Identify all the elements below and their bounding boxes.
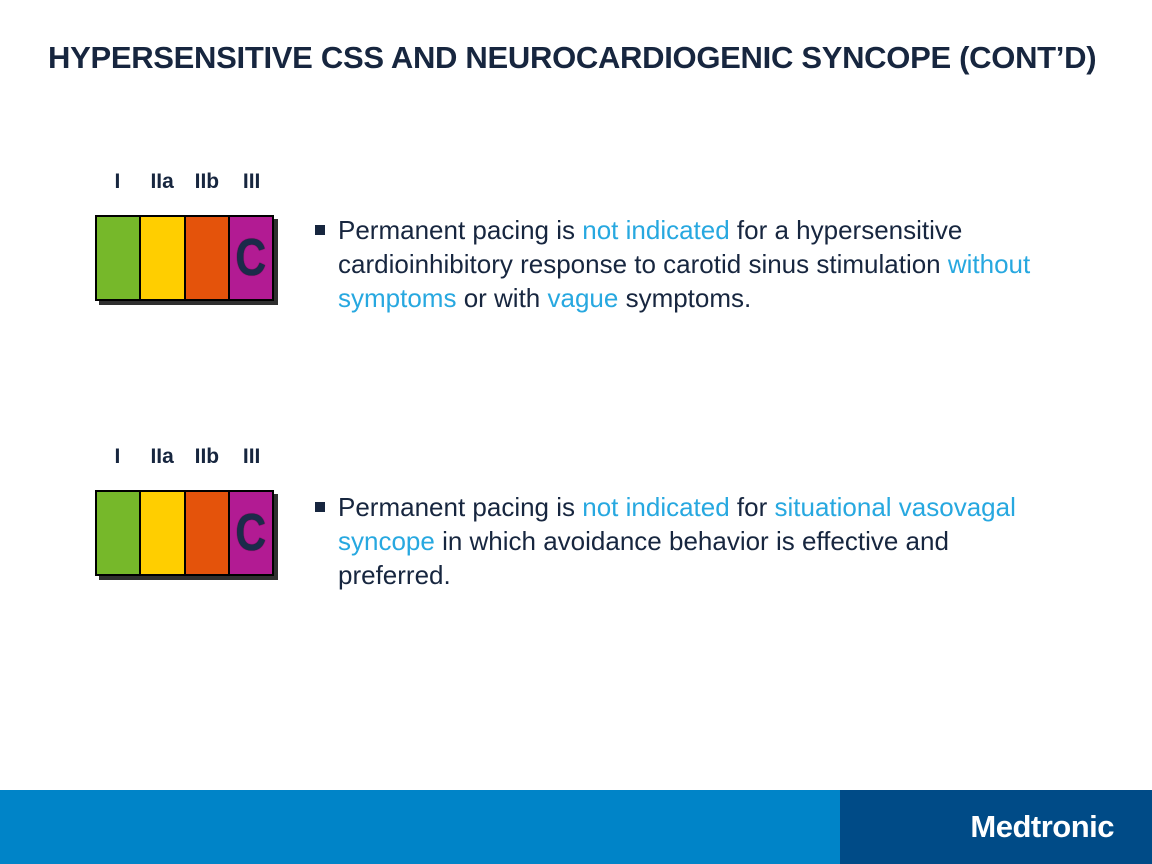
text-segment: in which avoidance behavior is effective… — [338, 526, 949, 590]
class-iii-block: C — [227, 217, 272, 299]
cardioinhibitory-c-letter: C — [235, 229, 267, 287]
class-label-iib: IIb — [194, 445, 220, 468]
bullet-point-1: Permanent pacing is not indicated for a … — [315, 213, 1113, 315]
class-label-i: I — [114, 445, 121, 468]
text-segment-highlight: not indicated — [582, 492, 730, 522]
text-segment: for a hypersensitive cardioinhibitory re… — [338, 215, 963, 279]
class-iia-block — [139, 492, 184, 574]
class-label-i: I — [114, 170, 121, 193]
class-indicator-graphic-1: I IIa IIb III C — [95, 168, 274, 301]
bullet-square-icon — [315, 502, 325, 512]
class-iib-block — [183, 492, 228, 574]
bullet-point-2: Permanent pacing is not indicated for si… — [315, 490, 1038, 592]
text-segment-highlight: situational vasovagal syncope — [338, 492, 1016, 556]
bullet-square-icon — [315, 225, 325, 235]
text-segment-highlight: not indicated — [582, 215, 730, 245]
cardioinhibitory-c-letter: C — [235, 504, 267, 562]
bullet-text-1: Permanent pacing is not indicated for a … — [338, 213, 1113, 315]
footer-brand-bar: Medtronic — [840, 790, 1152, 864]
bullet-text-2: Permanent pacing is not indicated for si… — [338, 490, 1038, 592]
class-i-block — [97, 217, 140, 299]
class-labels: I IIa IIb III — [95, 443, 274, 471]
text-segment: or with — [456, 283, 548, 313]
class-indicator-graphic-2: I IIa IIb III C — [95, 443, 274, 576]
medtronic-logo: Medtronic — [970, 809, 1114, 844]
class-label-iib: IIb — [194, 170, 220, 193]
text-segment: Permanent pacing is — [338, 492, 583, 522]
class-iii-block: C — [227, 492, 272, 574]
class-i-block — [97, 492, 140, 574]
class-iia-block — [139, 217, 184, 299]
page-title: HYPERSENSITIVE CSS AND NEUROCARDIOGENIC … — [48, 40, 1097, 75]
class-iib-block — [183, 217, 228, 299]
text-segment: symptoms. — [618, 283, 752, 313]
class-color-blocks: C — [95, 215, 274, 301]
class-label-iia: IIa — [150, 170, 174, 193]
class-label-iia: IIa — [150, 445, 174, 468]
footer-accent-bar — [0, 790, 840, 864]
text-segment-highlight: vague — [547, 283, 619, 313]
class-labels: I IIa IIb III — [95, 168, 274, 196]
footer: Medtronic — [0, 790, 1152, 864]
class-label-iii: III — [242, 445, 261, 468]
text-segment: for — [729, 492, 775, 522]
text-segment: Permanent pacing is — [338, 215, 583, 245]
class-label-iii: III — [242, 170, 261, 193]
text-segment-highlight: without symptoms — [338, 249, 1031, 313]
class-color-blocks: C — [95, 490, 274, 576]
